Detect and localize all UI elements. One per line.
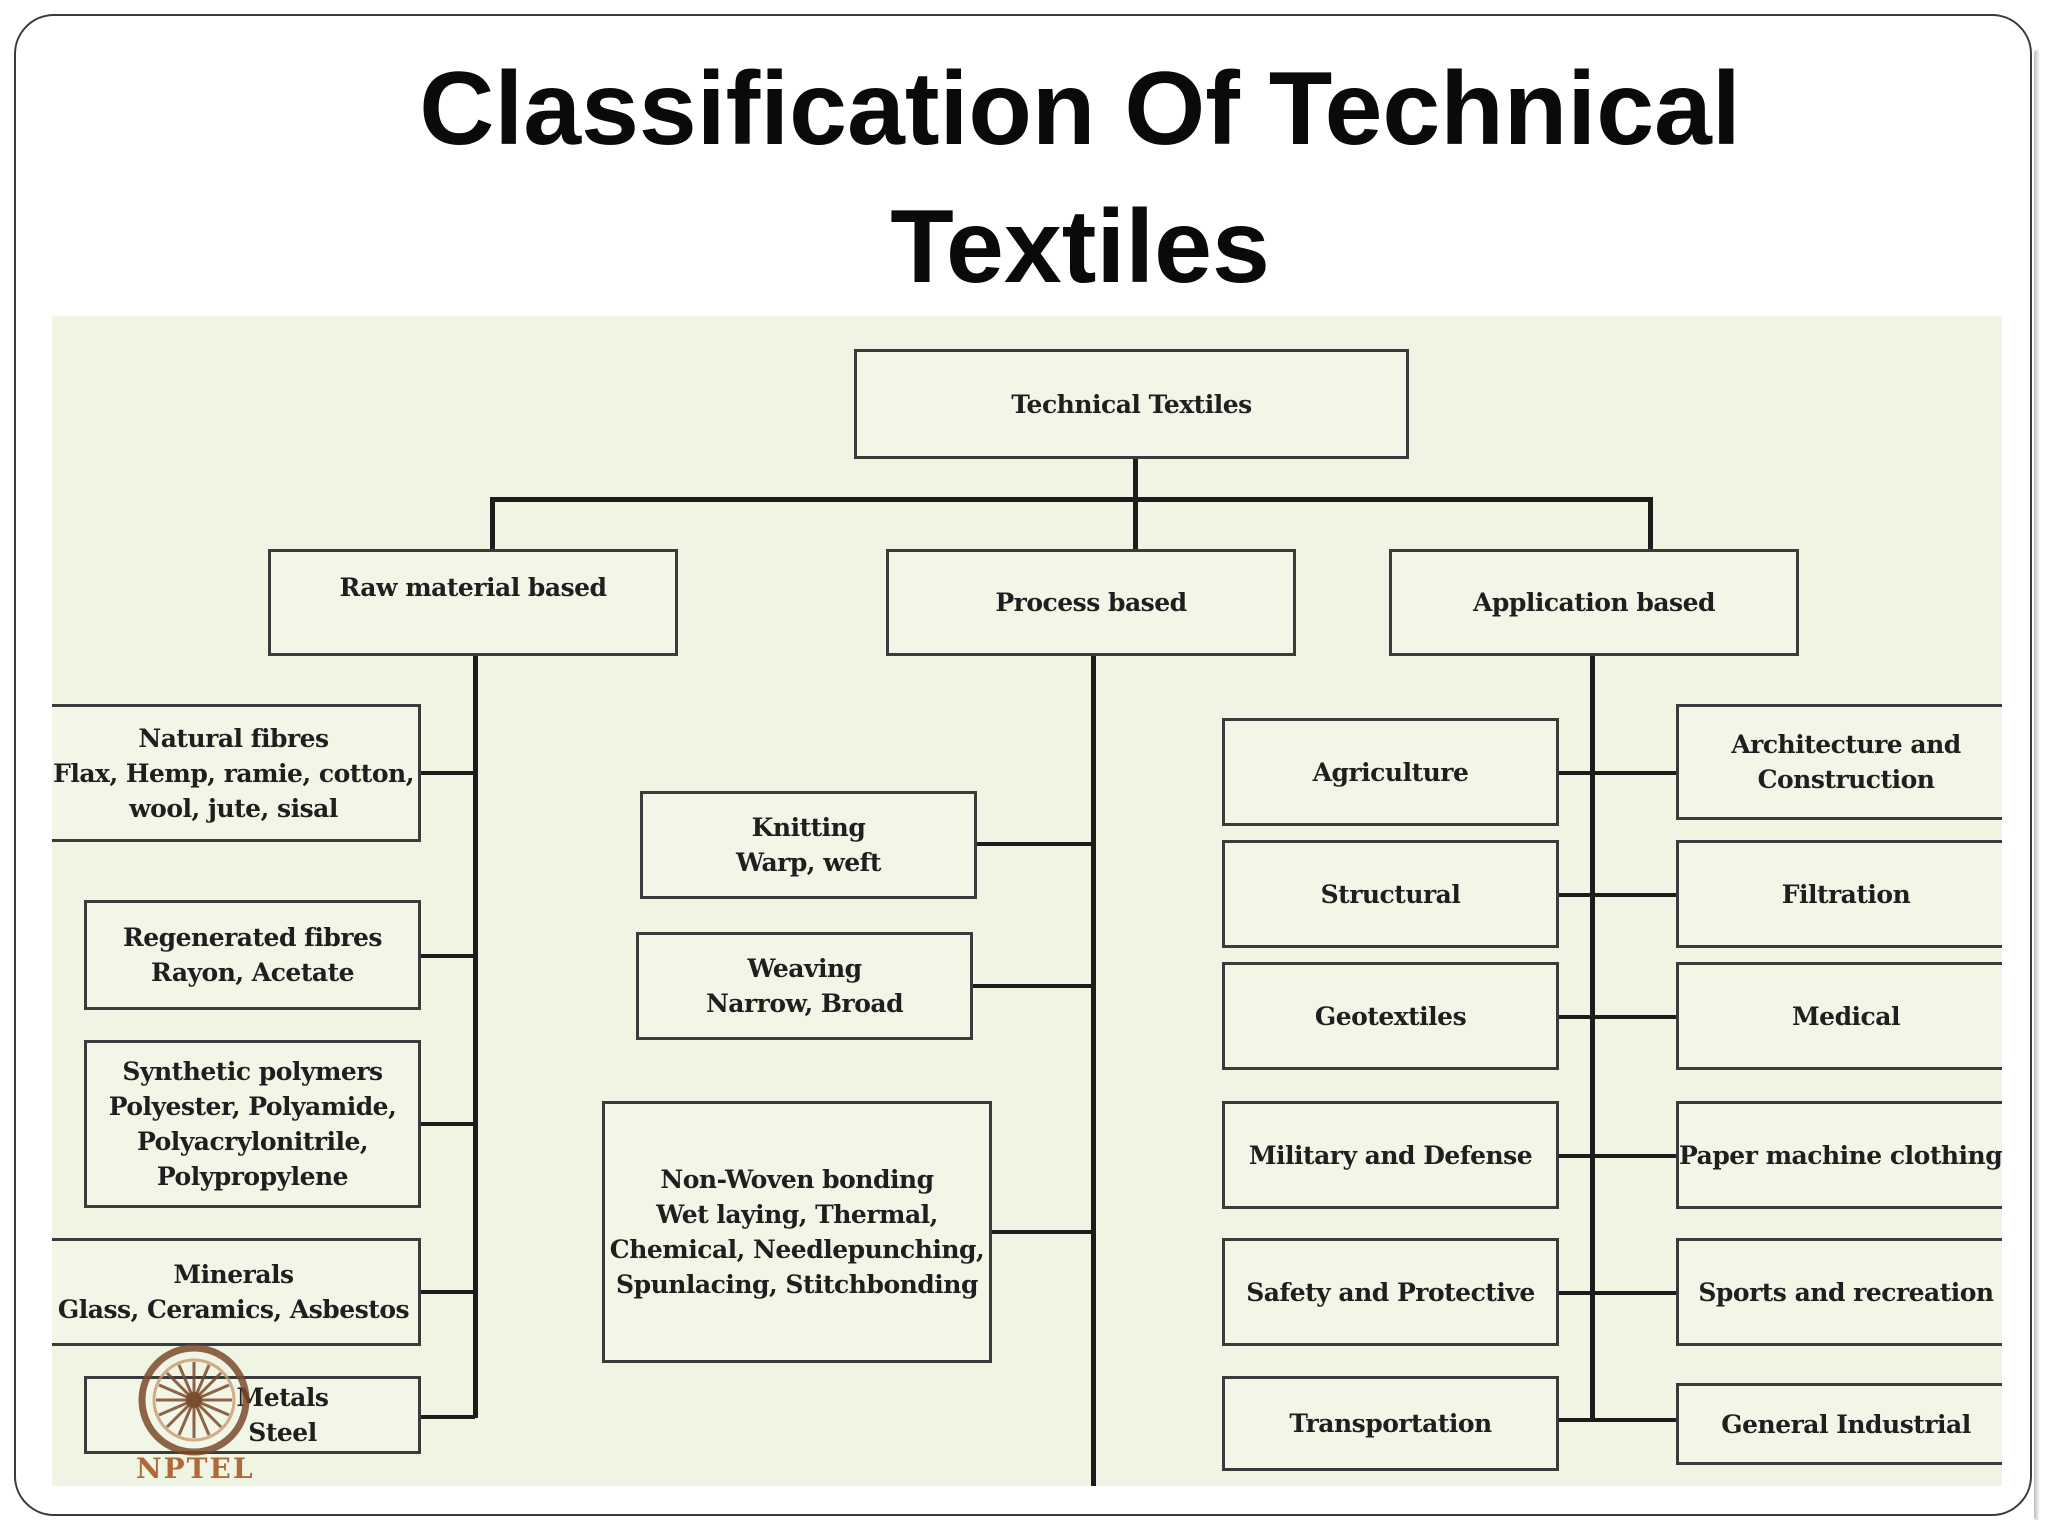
process-item: Knitting Warp, weft [640, 791, 977, 899]
application-item-left: Safety and Protective [1222, 1238, 1559, 1346]
raw-link-5 [420, 1415, 475, 1419]
raw-item: Regenerated fibres Rayon, Acetate [84, 900, 421, 1010]
application-item-right: General Industrial [1676, 1383, 2002, 1465]
process-item: Non-Woven bonding Wet laying, Thermal, C… [602, 1101, 992, 1363]
application-item-left: Structural [1222, 840, 1559, 948]
slide-title: Classification Of Technical Textiles [160, 40, 2000, 316]
application-item-left: Transportation [1222, 1376, 1559, 1471]
application-item-right: Filtration [1676, 840, 2002, 948]
application-link-2 [1558, 893, 1686, 897]
diagram-panel: Technical Textiles Raw material based Pr… [52, 316, 2002, 1486]
raw-spine [473, 656, 478, 1418]
application-item-left: Agriculture [1222, 718, 1559, 826]
top-bus [490, 497, 1653, 502]
application-link-4 [1558, 1154, 1686, 1158]
process-link-1 [977, 842, 1094, 846]
process-item: Weaving Narrow, Broad [636, 932, 973, 1040]
application-link-5 [1558, 1291, 1686, 1295]
application-link-6 [1558, 1418, 1686, 1422]
application-item-right: Paper machine clothing [1676, 1101, 2002, 1209]
root-node: Technical Textiles [854, 349, 1409, 459]
raw-drop [490, 497, 495, 549]
title-line-1: Classification Of Technical [419, 51, 1741, 167]
nptel-logo-text: NPTEL [136, 1452, 255, 1485]
raw-link-4 [420, 1290, 475, 1294]
process-spine [1091, 656, 1096, 1486]
slide-frame [14, 14, 2032, 1516]
application-node: Application based [1389, 549, 1799, 656]
raw-item: Natural fibres Flax, Hemp, ramie, cotton… [52, 704, 421, 842]
application-item-left: Geotextiles [1222, 962, 1559, 1070]
process-drop [1133, 497, 1138, 549]
raw-link-2 [420, 954, 475, 958]
root-stem [1133, 459, 1138, 503]
raw-link-3 [420, 1122, 475, 1126]
process-node: Process based [886, 549, 1296, 656]
title-line-2: Textiles [890, 189, 1270, 305]
raw-item: Minerals Glass, Ceramics, Asbestos [52, 1238, 421, 1346]
process-link-3 [991, 1230, 1094, 1234]
slide-shadow [2034, 50, 2040, 1520]
raw-item: Synthetic polymers Polyester, Polyamide,… [84, 1040, 421, 1208]
nptel-wheel-logo [138, 1344, 250, 1456]
application-item-left: Military and Defense [1222, 1101, 1559, 1209]
application-item-right: Medical [1676, 962, 2002, 1070]
application-drop [1648, 497, 1653, 549]
root-label: Technical Textiles [1011, 389, 1252, 419]
raw-link-1 [420, 771, 475, 775]
application-spine [1590, 656, 1595, 1421]
application-link-1 [1558, 771, 1686, 775]
application-item-right: Sports and recreation [1676, 1238, 2002, 1346]
application-link-3 [1558, 1015, 1686, 1019]
raw-material-node: Raw material based [268, 549, 678, 656]
application-item-right: Architecture and Construction [1676, 704, 2002, 820]
process-link-2 [973, 984, 1094, 988]
